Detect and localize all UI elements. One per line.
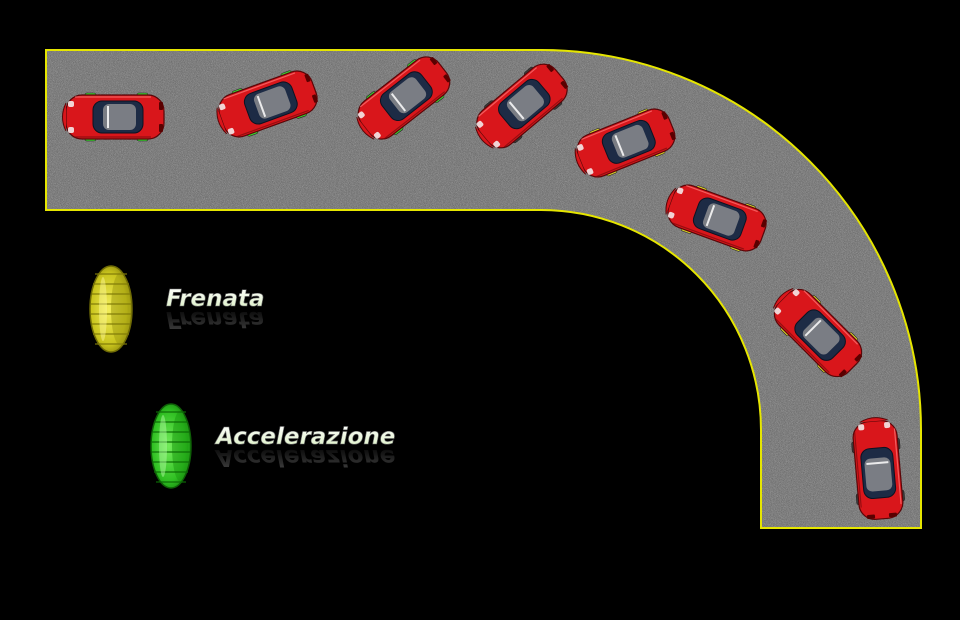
car-7 [772, 287, 863, 378]
cars-layer [62, 56, 905, 520]
car-8 [851, 417, 905, 520]
car-5 [574, 108, 676, 178]
car-3 [356, 56, 451, 140]
race-track [46, 50, 921, 528]
car-2 [216, 70, 318, 138]
car-4 [474, 63, 569, 149]
legend-accel-label: Accelerazione [214, 424, 395, 450]
legend-brake-reflection: Frenata [166, 306, 265, 332]
legend-accel: Accelerazione Accelerazione [150, 403, 396, 489]
legend-brake-label: Frenata [166, 286, 265, 312]
legend-brake: Frenata Frenata [89, 265, 265, 353]
car-1 [62, 92, 165, 142]
car-6 [665, 184, 767, 252]
green-tire-icon [150, 403, 192, 489]
track-edge-line [45, 49, 922, 529]
legend-accel-reflection: Accelerazione [214, 444, 395, 470]
yellow-tire-icon [89, 265, 133, 353]
